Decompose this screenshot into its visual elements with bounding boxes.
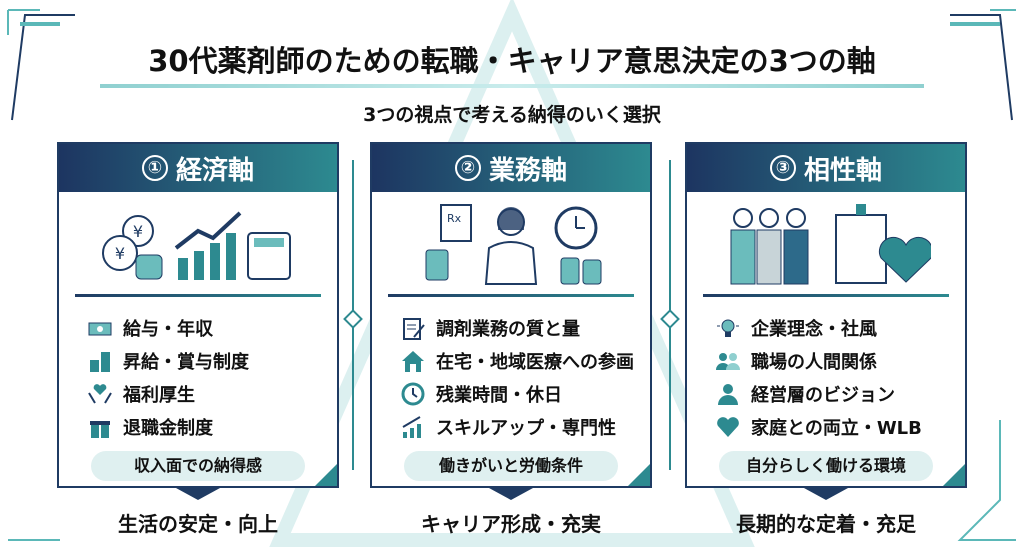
list-item: スキルアップ・専門性 [400, 410, 650, 443]
handshake-hospital-heart-icon [730, 204, 931, 285]
growth-chart-icon [402, 415, 421, 438]
coins-chart-calculator-icon: ¥ ¥ [102, 211, 291, 280]
card-number: ③ [769, 155, 796, 181]
page-subtitle: 3つの視点で考える納得のいく選択 [363, 104, 661, 126]
outcome-text: キャリア形成・充実 [421, 512, 601, 536]
list-item: 昇給・賞与制度 [87, 344, 337, 377]
people-icon [716, 352, 740, 370]
outcome-text: 長期的な定着・充足 [736, 512, 916, 536]
pharmacist-illustration: Rx [372, 192, 650, 294]
list-item: 残業時間・休日 [400, 377, 650, 410]
money-icon [88, 322, 112, 335]
svg-text:¥: ¥ [133, 222, 143, 241]
card-header: ① 経済軸 [59, 144, 337, 192]
pointer-arrow [804, 488, 848, 500]
outcome-text: 生活の安定・向上 [118, 512, 278, 536]
corner-accent [628, 464, 650, 486]
card-title: 業務軸 [488, 155, 567, 186]
card-list: 給与・年収 昇給・賞与制度 福利厚生 退職金制度 [59, 297, 337, 443]
clipboard-icon [403, 317, 425, 340]
corner-accent [315, 464, 337, 486]
title-underline [100, 84, 924, 88]
workplace-illustration [687, 192, 965, 294]
card-compatibility-axis: ③ 相性軸 企業理念・社風 職場の人間関係 経営層のビジョン 家庭との両立・WLB… [685, 142, 967, 488]
card-number: ② [454, 155, 481, 181]
list-item: 職場の人間関係 [715, 344, 965, 377]
card-header: ② 業務軸 [372, 144, 650, 192]
list-item: 在宅・地域医療への参画 [400, 344, 650, 377]
summary-pill: 自分らしく働ける環境 [719, 451, 933, 481]
list-item: 家庭との両立・WLB [715, 410, 965, 443]
page-title: 30代薬剤師のための転職・キャリア意思決定の3つの軸 [148, 44, 876, 78]
list-item: 調剤業務の質と量 [400, 311, 650, 344]
heart-icon [717, 416, 739, 437]
card-divider [75, 294, 321, 297]
card-header: ③ 相性軸 [687, 144, 965, 192]
pointer-arrow [489, 488, 533, 500]
lightbulb-icon [717, 319, 739, 337]
list-item: 給与・年収 [87, 311, 337, 344]
pointer-arrow [176, 488, 220, 500]
card-list: 企業理念・社風 職場の人間関係 経営層のビジョン 家庭との両立・WLB [687, 297, 965, 443]
card-divider [388, 294, 634, 297]
card-title: 相性軸 [803, 155, 882, 186]
coins-icon [90, 351, 110, 372]
card-divider [703, 294, 949, 297]
svg-text:¥: ¥ [115, 244, 125, 263]
list-item: 経営層のビジョン [715, 377, 965, 410]
clock-icon [401, 382, 425, 405]
card-title: 経済軸 [175, 155, 254, 186]
pharmacist-icon: Rx [425, 204, 602, 285]
list-item: 退職金制度 [87, 410, 337, 443]
svg-text:Rx: Rx [447, 212, 462, 225]
person-icon [718, 383, 738, 405]
card-economic-axis: ① 経済軸 ¥ ¥ 給与・年収 昇給・賞与制度 福利厚生 退職金制度 収入面での納… [57, 142, 339, 488]
house-icon [402, 350, 424, 372]
card-work-axis: ② 業務軸 Rx 調剤業務の質と量 在宅・地域医療への参画 残業時間・休日 スキル… [370, 142, 652, 488]
gift-icon [90, 419, 110, 438]
finance-illustration: ¥ ¥ [59, 192, 337, 294]
summary-pill: 収入面での納得感 [91, 451, 305, 481]
hands-heart-icon [88, 383, 112, 404]
list-item: 福利厚生 [87, 377, 337, 410]
card-list: 調剤業務の質と量 在宅・地域医療への参画 残業時間・休日 スキルアップ・専門性 [372, 297, 650, 443]
list-item: 企業理念・社風 [715, 311, 965, 344]
summary-pill: 働きがいと労働条件 [404, 451, 618, 481]
corner-accent [943, 464, 965, 486]
card-number: ① [141, 155, 168, 181]
